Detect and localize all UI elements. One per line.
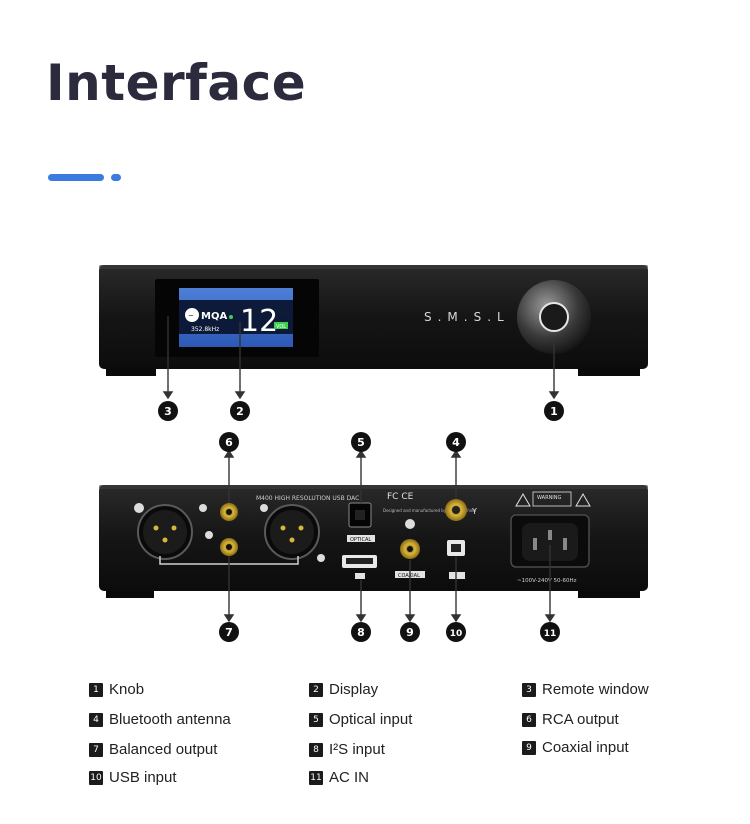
optical-label: OPTICAL (350, 537, 371, 543)
callout-2 (230, 401, 250, 421)
svg-text:4: 4 (452, 436, 460, 449)
rear-panel: M400 HIGH RESOLUTION USB DAC OPTICAL FC … (99, 485, 648, 598)
coaxial-label: COAXIAL (398, 573, 420, 579)
warning-label: WARNING (537, 495, 562, 501)
svg-text:FC CE: FC CE (387, 492, 414, 502)
front-panel: ~ MQA 352.8kHz 12 VOL S.M.S.L (99, 265, 648, 376)
svg-text:1: 1 (550, 405, 558, 418)
callout-10 (446, 622, 466, 642)
display-vol-tag: VOL (276, 324, 286, 330)
svg-text:5: 5 (357, 436, 365, 449)
callout-8 (351, 622, 371, 642)
svg-text:10: 10 (450, 629, 463, 639)
display-vol-tag-bg (274, 322, 288, 329)
callout-6 (219, 432, 239, 452)
svg-text:8: 8 (357, 626, 365, 639)
front-foot-left (106, 368, 156, 376)
power-label: ~100V-240V 50-60Hz (517, 578, 577, 584)
callout-5 (351, 432, 371, 452)
callout-7 (219, 622, 239, 642)
title-accent-bar (48, 174, 104, 181)
mqa-logo-icon (185, 308, 199, 322)
model-label: M400 HIGH RESOLUTION USB DAC (256, 495, 359, 502)
svg-text:2: 2 (236, 405, 244, 418)
display-volume: 12 (240, 304, 278, 339)
front-foot-right (578, 368, 640, 376)
title-accent-dot (111, 174, 121, 181)
display-mqa-badge: MQA (201, 311, 227, 322)
svg-text:6: 6 (225, 436, 233, 449)
callout-11 (540, 622, 560, 642)
svg-text:7: 7 (225, 626, 233, 639)
knob-center-ring (539, 302, 569, 332)
callout-1 (544, 401, 564, 421)
display-sample-rate: 352.8kHz (191, 326, 219, 333)
svg-text:~: ~ (188, 312, 194, 320)
callout-4 (446, 432, 466, 452)
svg-text:Y: Y (471, 507, 477, 516)
callout-9 (400, 622, 420, 642)
svg-text:9: 9 (406, 626, 414, 639)
made-in-label: Designed and manufactured by SMSL in Chi… (383, 508, 476, 513)
svg-text:11: 11 (544, 629, 557, 639)
page-title: Interface (46, 54, 307, 112)
mqa-indicator-dot (229, 315, 233, 319)
svg-text:3: 3 (164, 405, 172, 418)
callout-3 (158, 401, 178, 421)
brand-logo: S.M.S.L (424, 310, 510, 324)
